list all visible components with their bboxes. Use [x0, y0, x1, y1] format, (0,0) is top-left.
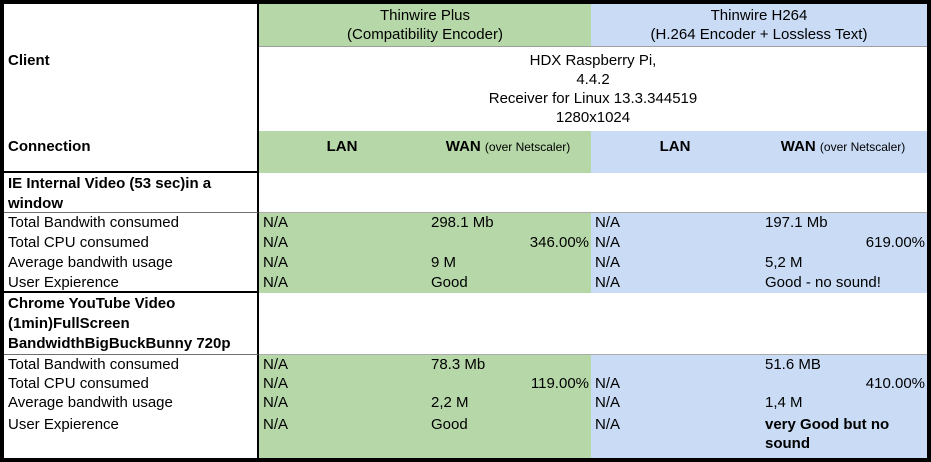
client-line: HDX Raspberry Pi, — [529, 52, 657, 69]
cell-tp-wan: Good — [425, 412, 591, 458]
cell-tp-wan: 9 M — [425, 253, 591, 273]
encoder-subtitle: (Compatibility Encoder) — [347, 26, 503, 43]
wan-header-label: WAN — [780, 138, 816, 155]
cell-h264-lan: N/A — [591, 253, 759, 273]
h264-wan-header: WAN (over Netscaler) — [759, 131, 927, 173]
row-label: Total Bandwith consumed — [4, 355, 259, 374]
section-title-chrome-youtube: Chrome YouTube Video (1min)FullScreen Ba… — [4, 293, 259, 355]
row-label: Total Bandwith consumed — [4, 213, 259, 233]
encoder-subtitle: (H.264 Encoder + Lossless Text) — [650, 26, 868, 43]
section-title-ie-video: IE Internal Video (53 sec)in a window — [4, 173, 259, 213]
cell-h264-lan: N/A — [591, 273, 759, 293]
cell-h264-wan: 51.6 MB — [759, 355, 927, 374]
section-spacer — [259, 293, 927, 355]
row-label: User Expierence — [4, 273, 259, 293]
cell-h264-wan: 5,2 M — [759, 253, 927, 273]
cell-tp-wan: 119.00% — [425, 374, 591, 393]
cell-tp-lan: N/A — [259, 213, 425, 233]
cell-h264-lan — [591, 355, 759, 374]
corner-cell — [4, 4, 259, 47]
cell-h264-wan: 619.00% — [759, 233, 927, 253]
cell-tp-lan: N/A — [259, 412, 425, 458]
cell-tp-lan: N/A — [259, 273, 425, 293]
cell-tp-lan: N/A — [259, 355, 425, 374]
cell-h264-lan: N/A — [591, 393, 759, 412]
cell-tp-lan: N/A — [259, 393, 425, 412]
cell-h264-wan: very Good but no sound — [759, 412, 927, 458]
cell-h264-lan: N/A — [591, 412, 759, 458]
h264-lan-header: LAN — [591, 131, 759, 173]
client-line: 4.4.2 — [576, 71, 610, 88]
cell-h264-wan: 1,4 M — [759, 393, 927, 412]
client-info: HDX Raspberry Pi, 4.4.2 Receiver for Lin… — [259, 47, 927, 131]
cell-h264-wan: 197.1 Mb — [759, 213, 927, 233]
cell-tp-lan: N/A — [259, 374, 425, 393]
encoder-header-thinwire-h264: Thinwire H264 (H.264 Encoder + Lossless … — [591, 4, 927, 47]
row-label: User Expierence — [4, 412, 259, 458]
cell-tp-wan: 346.00% — [425, 233, 591, 253]
cell-tp-lan: N/A — [259, 233, 425, 253]
cell-tp-wan: Good — [425, 273, 591, 293]
tp-wan-header: WAN (over Netscaler) — [425, 131, 591, 173]
row-label: Total CPU consumed — [4, 233, 259, 253]
tp-lan-header: LAN — [259, 131, 425, 173]
encoder-title: Thinwire H264 — [710, 7, 808, 24]
cell-h264-lan: N/A — [591, 233, 759, 253]
cell-tp-wan: 298.1 Mb — [425, 213, 591, 233]
wan-header-note: (over Netscaler) — [819, 140, 906, 154]
cell-h264-wan: Good - no sound! — [759, 273, 927, 293]
cell-tp-wan: 78.3 Mb — [425, 355, 591, 374]
client-line: Receiver for Linux 13.3.344519 — [488, 90, 698, 107]
cell-tp-lan: N/A — [259, 253, 425, 273]
row-label: Average bandwith usage — [4, 393, 259, 412]
cell-h264-lan: N/A — [591, 213, 759, 233]
section-spacer — [259, 173, 927, 213]
encoder-title: Thinwire Plus — [379, 7, 471, 24]
lan-header-label: LAN — [659, 138, 691, 155]
cell-tp-wan: 2,2 M — [425, 393, 591, 412]
client-row-label: Client — [4, 47, 259, 131]
wan-header-note: (over Netscaler) — [484, 140, 571, 154]
cell-h264-lan: N/A — [591, 374, 759, 393]
connection-row-label: Connection — [4, 131, 259, 173]
encoder-header-thinwire-plus: Thinwire Plus (Compatibility Encoder) — [259, 4, 591, 47]
cell-h264-wan: 410.00% — [759, 374, 927, 393]
lan-header-label: LAN — [326, 138, 358, 155]
row-label: Average bandwith usage — [4, 253, 259, 273]
wan-header-label: WAN — [445, 138, 481, 155]
row-label: Total CPU consumed — [4, 374, 259, 393]
client-line: 1280x1024 — [555, 109, 631, 126]
